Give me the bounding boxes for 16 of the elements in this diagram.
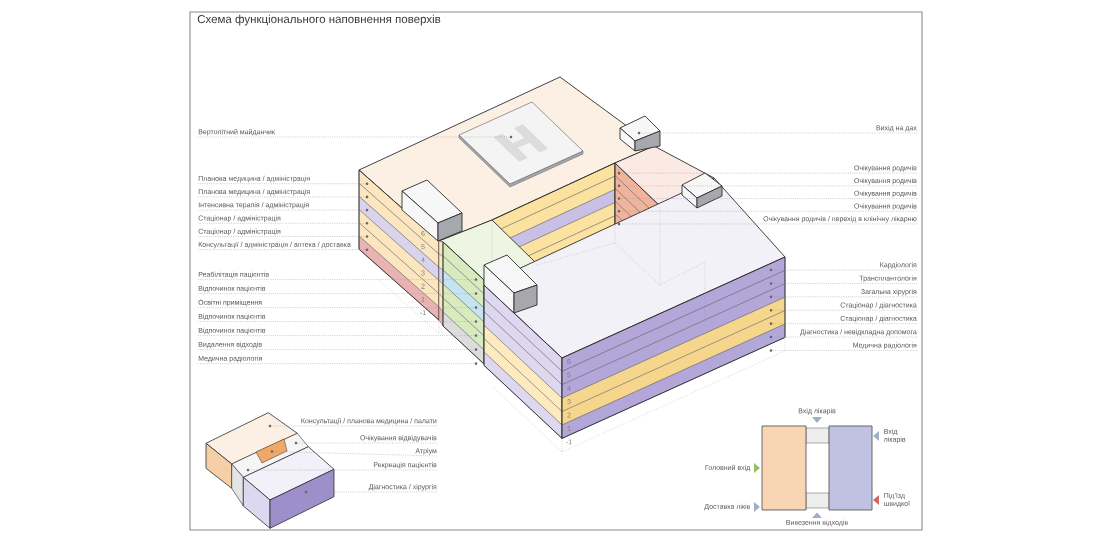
leader-line	[197, 349, 475, 350]
leader-line	[197, 279, 475, 280]
leader-line	[197, 183, 366, 184]
leader-line	[197, 293, 475, 294]
leader-line	[772, 323, 918, 324]
leader-line	[772, 350, 918, 351]
title: Схема функціонального наповнення поверхів	[197, 14, 441, 26]
leader-line	[197, 321, 475, 322]
leader-line	[197, 363, 475, 364]
leader-line	[772, 283, 918, 284]
leader-line	[197, 236, 366, 237]
leader-line	[197, 335, 475, 336]
leader-line	[273, 451, 438, 457]
leader-line	[620, 198, 918, 199]
leader-line	[197, 307, 475, 308]
leader-line	[197, 249, 366, 250]
